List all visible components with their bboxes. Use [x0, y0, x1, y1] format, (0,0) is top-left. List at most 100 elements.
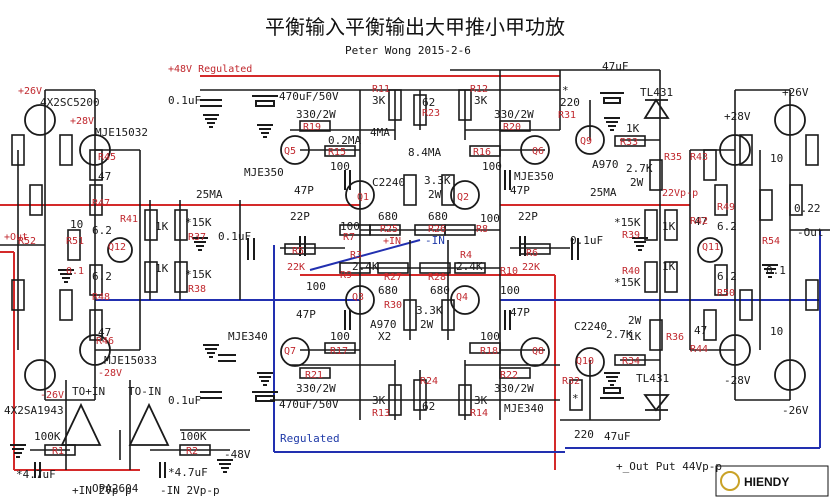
- label-tl431-top: TL431: [640, 86, 673, 99]
- label-r100-d: 100: [480, 212, 500, 225]
- ref-r26: R26: [428, 224, 446, 235]
- ref-r22: R22: [500, 370, 518, 381]
- ref-r1: R1: [52, 446, 64, 457]
- ref-r13: R13: [372, 408, 390, 419]
- labels: +48V Regulated -48V Regulated +26V -26V …: [4, 60, 824, 497]
- label-r47-c: 47: [694, 215, 707, 228]
- ref-r4: R4: [460, 250, 472, 261]
- label-mje350-r: MJE350: [514, 170, 554, 183]
- ref-r54: R54: [762, 236, 780, 247]
- label-mje340-l: MJE340: [228, 330, 268, 343]
- label-r100-b: 100: [482, 160, 502, 173]
- ref-r9: R9: [340, 270, 352, 281]
- label-ma02: 0.2MA: [328, 134, 361, 147]
- label-r2w-d: 2W: [628, 314, 642, 327]
- ref-r36: R36: [666, 332, 684, 343]
- label-r62-r2: 6.2: [717, 270, 737, 283]
- label-c22p-a: 22P: [290, 210, 310, 223]
- label-r1k-a: 1K: [155, 220, 169, 233]
- ref-r51: R51: [66, 236, 84, 247]
- label-r100-a: 100: [330, 160, 350, 173]
- label-tl431-bottom: TL431: [636, 372, 669, 385]
- label-c47-top: 47uF: [602, 60, 629, 73]
- ref-r19: R19: [303, 122, 321, 133]
- ref-q10: Q10: [576, 356, 594, 367]
- label-r47-b: 47: [98, 326, 111, 339]
- ref-r3: R3: [350, 250, 362, 261]
- resistors: [11, 89, 819, 456]
- ref-r7: R7: [343, 232, 355, 243]
- label-r10-a: 10: [70, 218, 83, 231]
- logo-box: [715, 465, 829, 497]
- ref-r12: R12: [470, 84, 488, 95]
- ref-r10: R10: [500, 266, 518, 277]
- label-r100-g: 100: [330, 330, 350, 343]
- label-ma84: 8.4MA: [408, 146, 441, 159]
- label-r680-a: 680: [378, 210, 398, 223]
- label-c470-top: 470uF/50V: [279, 90, 339, 103]
- label-mje15032: MJE15032: [95, 126, 148, 139]
- label-a970-r: A970: [592, 158, 619, 171]
- label-q-out-lo-l: 4X2SA1943: [4, 404, 64, 417]
- label-regulated: Regulated: [280, 432, 340, 445]
- label-opa: OPA2604: [92, 482, 139, 495]
- label-r100-h: 100: [480, 330, 500, 343]
- label-out-plus: +Out: [4, 232, 28, 243]
- ref-q9: Q9: [580, 136, 592, 147]
- author-line: Peter Wong 2015-2-6: [345, 44, 471, 57]
- label-r680-c: 680: [378, 284, 398, 297]
- label-r15k-a: *15K: [185, 216, 212, 229]
- ref-r43: R43: [690, 152, 708, 163]
- label-c01-mid-r: 0.1uF: [570, 234, 603, 247]
- label-r22k-b: 22K: [522, 262, 540, 273]
- reference-designators: R11 R12 R23 R19 R20 R15 R16 R31 R33 R35 …: [18, 84, 780, 457]
- label-r24k-a: 2.4K: [352, 260, 379, 273]
- label-plus48: +48V Regulated: [168, 64, 252, 75]
- label-r330-tl: 330/2W: [296, 108, 336, 121]
- label-r15k-c: *15K: [614, 216, 641, 229]
- label-r1k-b: 1K: [155, 262, 169, 275]
- ref-r25: R25: [380, 224, 398, 235]
- label-c2240: C2240: [372, 176, 405, 189]
- label-c47uf-a: *4.7uF: [16, 468, 56, 481]
- ref-r52: R52: [18, 236, 36, 247]
- ref-r44: R44: [690, 344, 708, 355]
- ref-r23: R23: [422, 108, 440, 119]
- label-c22p-b: 22P: [518, 210, 538, 223]
- label-r1k-c: 1K: [662, 220, 676, 233]
- label-c2240-b: C2240: [574, 320, 607, 333]
- label-r10-c: 10: [770, 325, 783, 338]
- ref-q12: Q12: [108, 242, 126, 253]
- ref-r28: R28: [428, 272, 446, 283]
- label-star-a: *: [562, 84, 569, 97]
- label-r62-top: 62: [422, 96, 435, 109]
- tl431-shunts: [643, 98, 670, 412]
- label-r33k-a: 3.3K: [424, 174, 451, 187]
- label-c47p-c: 47P: [296, 308, 316, 321]
- ref-q6: Q6: [532, 146, 544, 157]
- label-c01-mid-l: 0.1uF: [218, 230, 251, 243]
- capacitors: [34, 92, 624, 478]
- ref-r8: R8: [476, 224, 488, 235]
- label-in-plus: +IN: [383, 236, 401, 247]
- label-r220-bottom: 220: [574, 428, 594, 441]
- ref-q2: Q2: [457, 192, 469, 203]
- label-c47p-b: 47P: [510, 184, 530, 197]
- label-r01-b: 0.1: [766, 264, 786, 277]
- label-r3k-bl: 3K: [372, 394, 386, 407]
- diagram-title: 平衡输入平衡输出大甲推小甲功放: [265, 15, 565, 39]
- ref-r35: R35: [664, 152, 682, 163]
- ref-r39: R39: [622, 230, 640, 241]
- label-r2w-a: 2W: [428, 188, 442, 201]
- ref-r17: R17: [330, 346, 348, 357]
- ref-r42: R42: [690, 216, 708, 227]
- label-r62-l1: 6.2: [92, 224, 112, 237]
- label-r330-bl: 330/2W: [296, 382, 336, 395]
- label-r220-top: 220: [560, 96, 580, 109]
- label-r15k-d: *15K: [614, 276, 641, 289]
- ref-r46: R46: [96, 336, 114, 347]
- label-r62-l2: 6.2: [92, 270, 112, 283]
- ref-r49: R49: [717, 202, 735, 213]
- label-r3k-tl: 3K: [372, 94, 386, 107]
